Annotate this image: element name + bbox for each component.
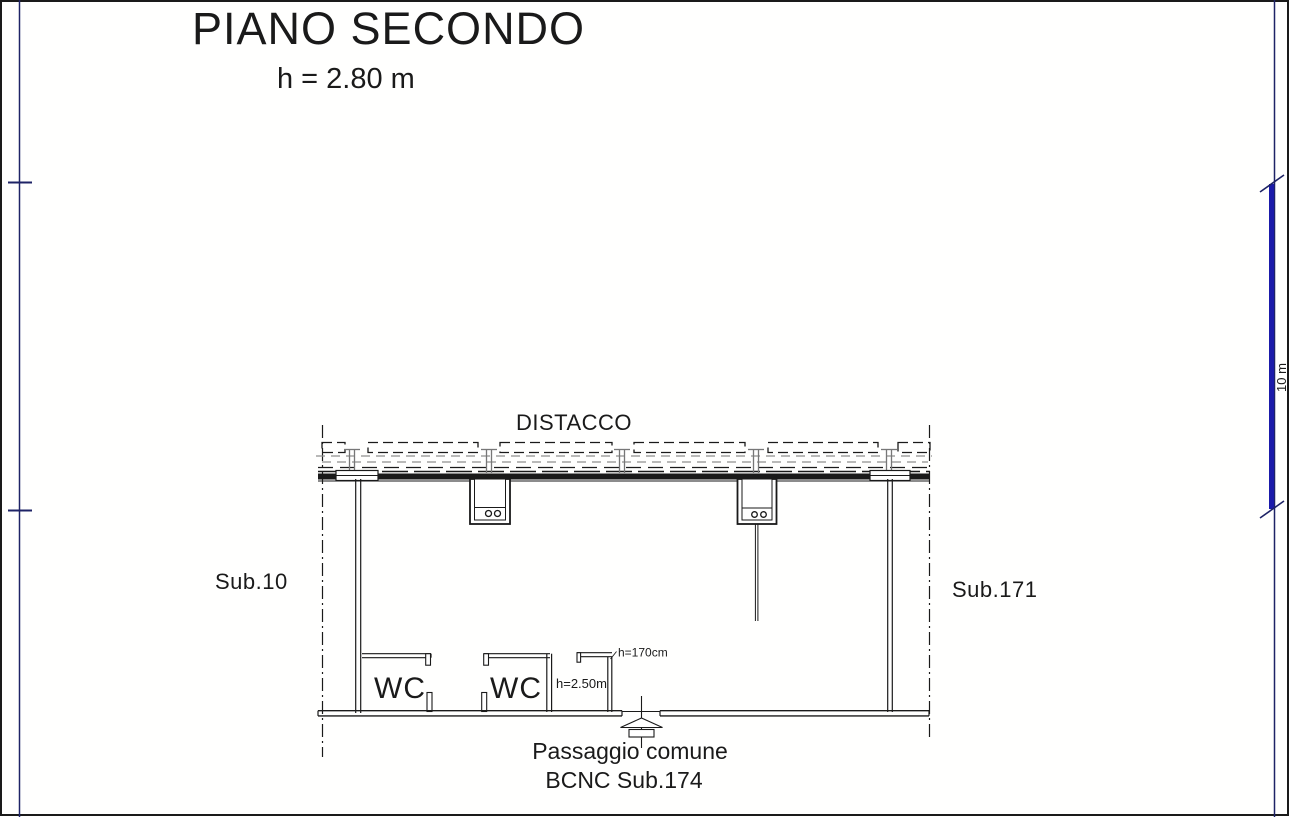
wc-room-2 xyxy=(481,653,553,713)
balcony-stems xyxy=(344,448,897,473)
entrance-door-symbol xyxy=(620,696,663,748)
leader-line xyxy=(610,651,617,660)
fixture-knob xyxy=(760,511,767,518)
fixture-knob xyxy=(493,509,502,518)
partition-below-shaft2 xyxy=(754,524,759,621)
dimension-label: 10 m xyxy=(1274,363,1289,392)
fixture-knob xyxy=(751,511,758,518)
right-partition-wall xyxy=(887,479,893,712)
door-jamb xyxy=(425,653,432,666)
sub-left-label: Sub.10 xyxy=(215,569,288,594)
sub-right-label: Sub.171 xyxy=(952,577,1037,602)
door-jamb xyxy=(426,691,433,713)
dimension-tick-bottom xyxy=(1259,500,1285,519)
floor-height-note: h = 2.80 m xyxy=(277,63,415,95)
closet-wall xyxy=(576,651,617,712)
dimension-line: 10 m xyxy=(1259,174,1289,519)
top-wall xyxy=(318,473,930,482)
entrance-arrow xyxy=(620,717,663,729)
distacco-label: DISTACCO xyxy=(516,410,632,435)
window-sills xyxy=(335,469,911,482)
door-jamb xyxy=(483,653,490,666)
height-note-door: h=170cm xyxy=(618,646,668,660)
door-jamb xyxy=(481,691,488,713)
shaft-box-2 xyxy=(736,478,778,525)
fixture-knob xyxy=(484,509,493,518)
height-note-inner: h=2.50m xyxy=(556,676,607,691)
entrance-step xyxy=(628,728,655,738)
bottom-wall xyxy=(317,710,930,717)
passage-label-line1: Passaggio comune xyxy=(532,738,728,764)
page-title: PIANO SECONDO xyxy=(192,3,585,54)
wc-label-1: WC xyxy=(374,672,426,705)
wc-label-2: WC xyxy=(490,672,542,705)
dimension-tick-top xyxy=(1259,174,1285,193)
shaft-box-1 xyxy=(469,478,511,525)
left-wall xyxy=(355,479,362,713)
passage-label-line2: BCNC Sub.174 xyxy=(545,767,702,793)
wc-room-1 xyxy=(362,653,433,713)
